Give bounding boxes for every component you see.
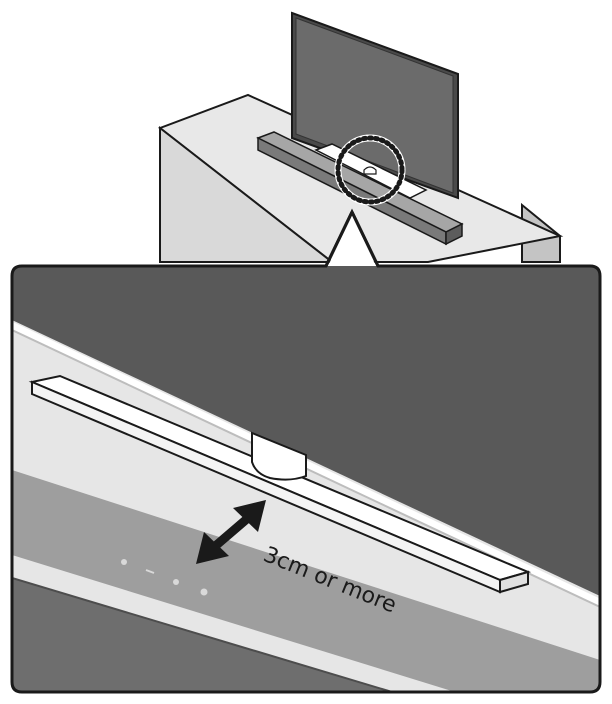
zoom-tv-stand bbox=[28, 374, 532, 594]
button-power bbox=[121, 559, 127, 565]
zoom-stand-end bbox=[499, 570, 529, 594]
zoom-stand-neck bbox=[251, 431, 307, 481]
zoom-soundbar-top bbox=[12, 470, 600, 692]
zoom-tv-screen bbox=[12, 266, 600, 596]
callout-pointer bbox=[328, 216, 376, 266]
tv-screen bbox=[295, 17, 454, 194]
button-source bbox=[200, 588, 208, 596]
soundbar-buttons bbox=[121, 559, 208, 596]
highlight-circle-dots bbox=[335, 135, 405, 205]
zoomed-view: 3cm or more bbox=[12, 266, 600, 692]
soundbar-end bbox=[445, 222, 463, 246]
double-headed-arrow-icon bbox=[196, 500, 266, 564]
button-minus bbox=[145, 569, 155, 574]
cabinet-front bbox=[159, 125, 335, 263]
ir-receiver-icon bbox=[363, 166, 377, 175]
callout-frame bbox=[10, 208, 602, 694]
button-plus bbox=[173, 579, 179, 585]
overview-scene bbox=[157, 11, 564, 263]
callout: 3cm or more bbox=[10, 208, 602, 694]
